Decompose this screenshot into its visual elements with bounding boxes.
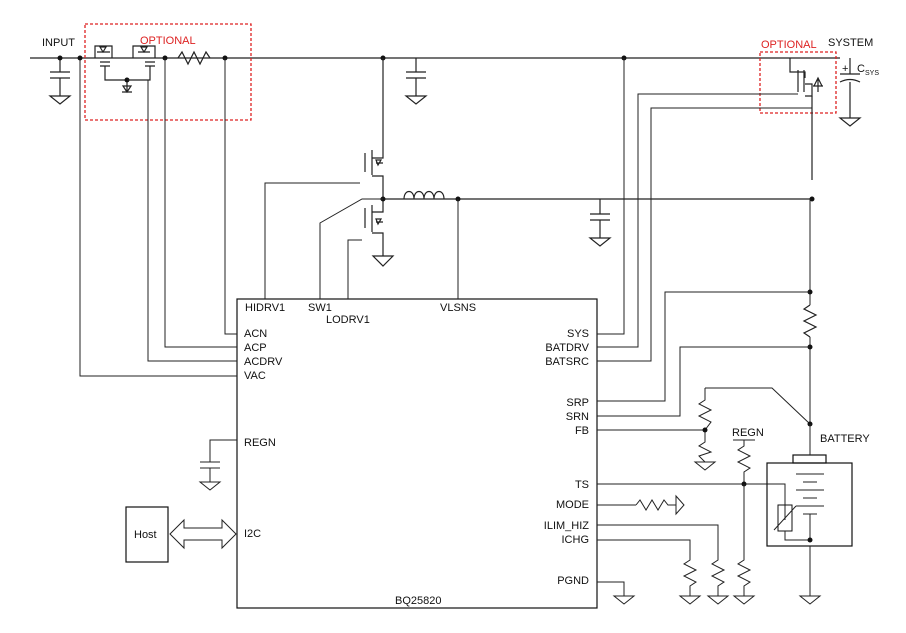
fb-divider bbox=[697, 387, 811, 463]
input-fet-pair bbox=[94, 45, 156, 94]
regn-capacitor bbox=[198, 439, 237, 491]
high-side-fet bbox=[364, 58, 384, 199]
wire-ilim-hiz bbox=[597, 524, 726, 596]
pin-batdrv: BATDRV bbox=[545, 342, 589, 354]
pin-i2c: I2C bbox=[244, 528, 261, 540]
wire-pgnd bbox=[597, 581, 625, 596]
input-label: INPUT bbox=[42, 37, 75, 49]
system-capacitor: + bbox=[838, 58, 862, 127]
input-sense-resistor bbox=[177, 50, 211, 66]
wire-batdrv bbox=[597, 93, 798, 348]
battery-pack bbox=[766, 424, 853, 547]
pin-vlsns: VLSNS bbox=[440, 302, 476, 314]
pin-regn-left: REGN bbox=[244, 437, 276, 449]
ts-lower-resistor bbox=[736, 484, 752, 596]
wire-srp bbox=[597, 291, 810, 402]
chip-body bbox=[236, 298, 598, 609]
pin-ichg: ICHG bbox=[562, 534, 590, 546]
pin-vac: VAC bbox=[244, 370, 266, 382]
optional-box-right bbox=[759, 51, 837, 114]
pgnd-ground bbox=[612, 595, 636, 605]
pin-ts: TS bbox=[575, 479, 589, 491]
chip-name: BQ25820 bbox=[395, 595, 441, 607]
mode-resistor bbox=[635, 499, 676, 511]
host-label: Host bbox=[134, 529, 157, 541]
low-side-fet bbox=[364, 199, 395, 267]
regn-pullup bbox=[733, 439, 755, 484]
i2c-bus-arrow bbox=[169, 518, 237, 550]
optional-box-left bbox=[84, 23, 252, 121]
ts-ground bbox=[732, 595, 756, 605]
wire-lodrv1 bbox=[347, 239, 362, 299]
mode-ground bbox=[675, 494, 685, 516]
pin-mode: MODE bbox=[556, 499, 589, 511]
wire-hidrv1 bbox=[264, 182, 360, 299]
regn-top-label: REGN bbox=[732, 427, 764, 439]
pin-acp: ACP bbox=[244, 342, 267, 354]
battery-label: BATTERY bbox=[820, 433, 870, 445]
pin-fb: FB bbox=[575, 425, 589, 437]
system-label: SYSTEM bbox=[828, 37, 873, 49]
pin-lodrv1: LODRV1 bbox=[326, 314, 370, 326]
wire-ts bbox=[597, 483, 786, 520]
csys-label: C bbox=[857, 63, 865, 75]
battery-sense-resistor bbox=[802, 304, 818, 338]
wire-vac bbox=[79, 58, 237, 377]
pin-hidrv1: HIDRV1 bbox=[245, 302, 285, 314]
pin-srp: SRP bbox=[566, 397, 589, 409]
junction-dot bbox=[702, 427, 708, 433]
pin-sys: SYS bbox=[567, 328, 589, 340]
battery-fet bbox=[789, 58, 823, 180]
input-capacitor bbox=[48, 58, 72, 105]
pin-acdrv: ACDRV bbox=[244, 356, 283, 368]
wire-srn bbox=[597, 346, 810, 417]
wire-acp bbox=[164, 58, 237, 348]
junction-dot bbox=[809, 196, 815, 202]
pin-batsrc: BATSRC bbox=[545, 356, 589, 368]
junction-dot bbox=[807, 537, 813, 543]
pin-srn: SRN bbox=[566, 411, 589, 423]
pin-ilim-hiz: ILIM_HIZ bbox=[544, 520, 590, 532]
inductor bbox=[403, 190, 445, 200]
wire-ichg bbox=[597, 539, 698, 596]
csys-plus: + bbox=[842, 63, 848, 75]
wire-acdrv bbox=[127, 79, 237, 362]
bulk-capacitor bbox=[404, 58, 428, 105]
csys-subscript: SYS bbox=[865, 70, 879, 77]
host-box bbox=[125, 506, 169, 563]
optional-label-left: OPTIONAL bbox=[140, 35, 196, 47]
output-capacitor bbox=[588, 199, 612, 247]
pin-acn: ACN bbox=[244, 328, 267, 340]
ilim-ground bbox=[706, 595, 730, 605]
junction-dot bbox=[77, 55, 83, 61]
battery-ground bbox=[798, 595, 822, 605]
wire-batsrc bbox=[597, 107, 812, 362]
pin-pgnd: PGND bbox=[557, 575, 589, 587]
optional-label-right: OPTIONAL bbox=[761, 39, 817, 51]
junction-dot bbox=[57, 55, 63, 61]
pin-sw1: SW1 bbox=[308, 302, 332, 314]
wire-sw1 bbox=[319, 198, 383, 299]
wire-sys bbox=[597, 58, 625, 335]
wire-acn bbox=[224, 58, 237, 335]
fb-ground bbox=[693, 461, 717, 471]
ichg-ground bbox=[678, 595, 702, 605]
